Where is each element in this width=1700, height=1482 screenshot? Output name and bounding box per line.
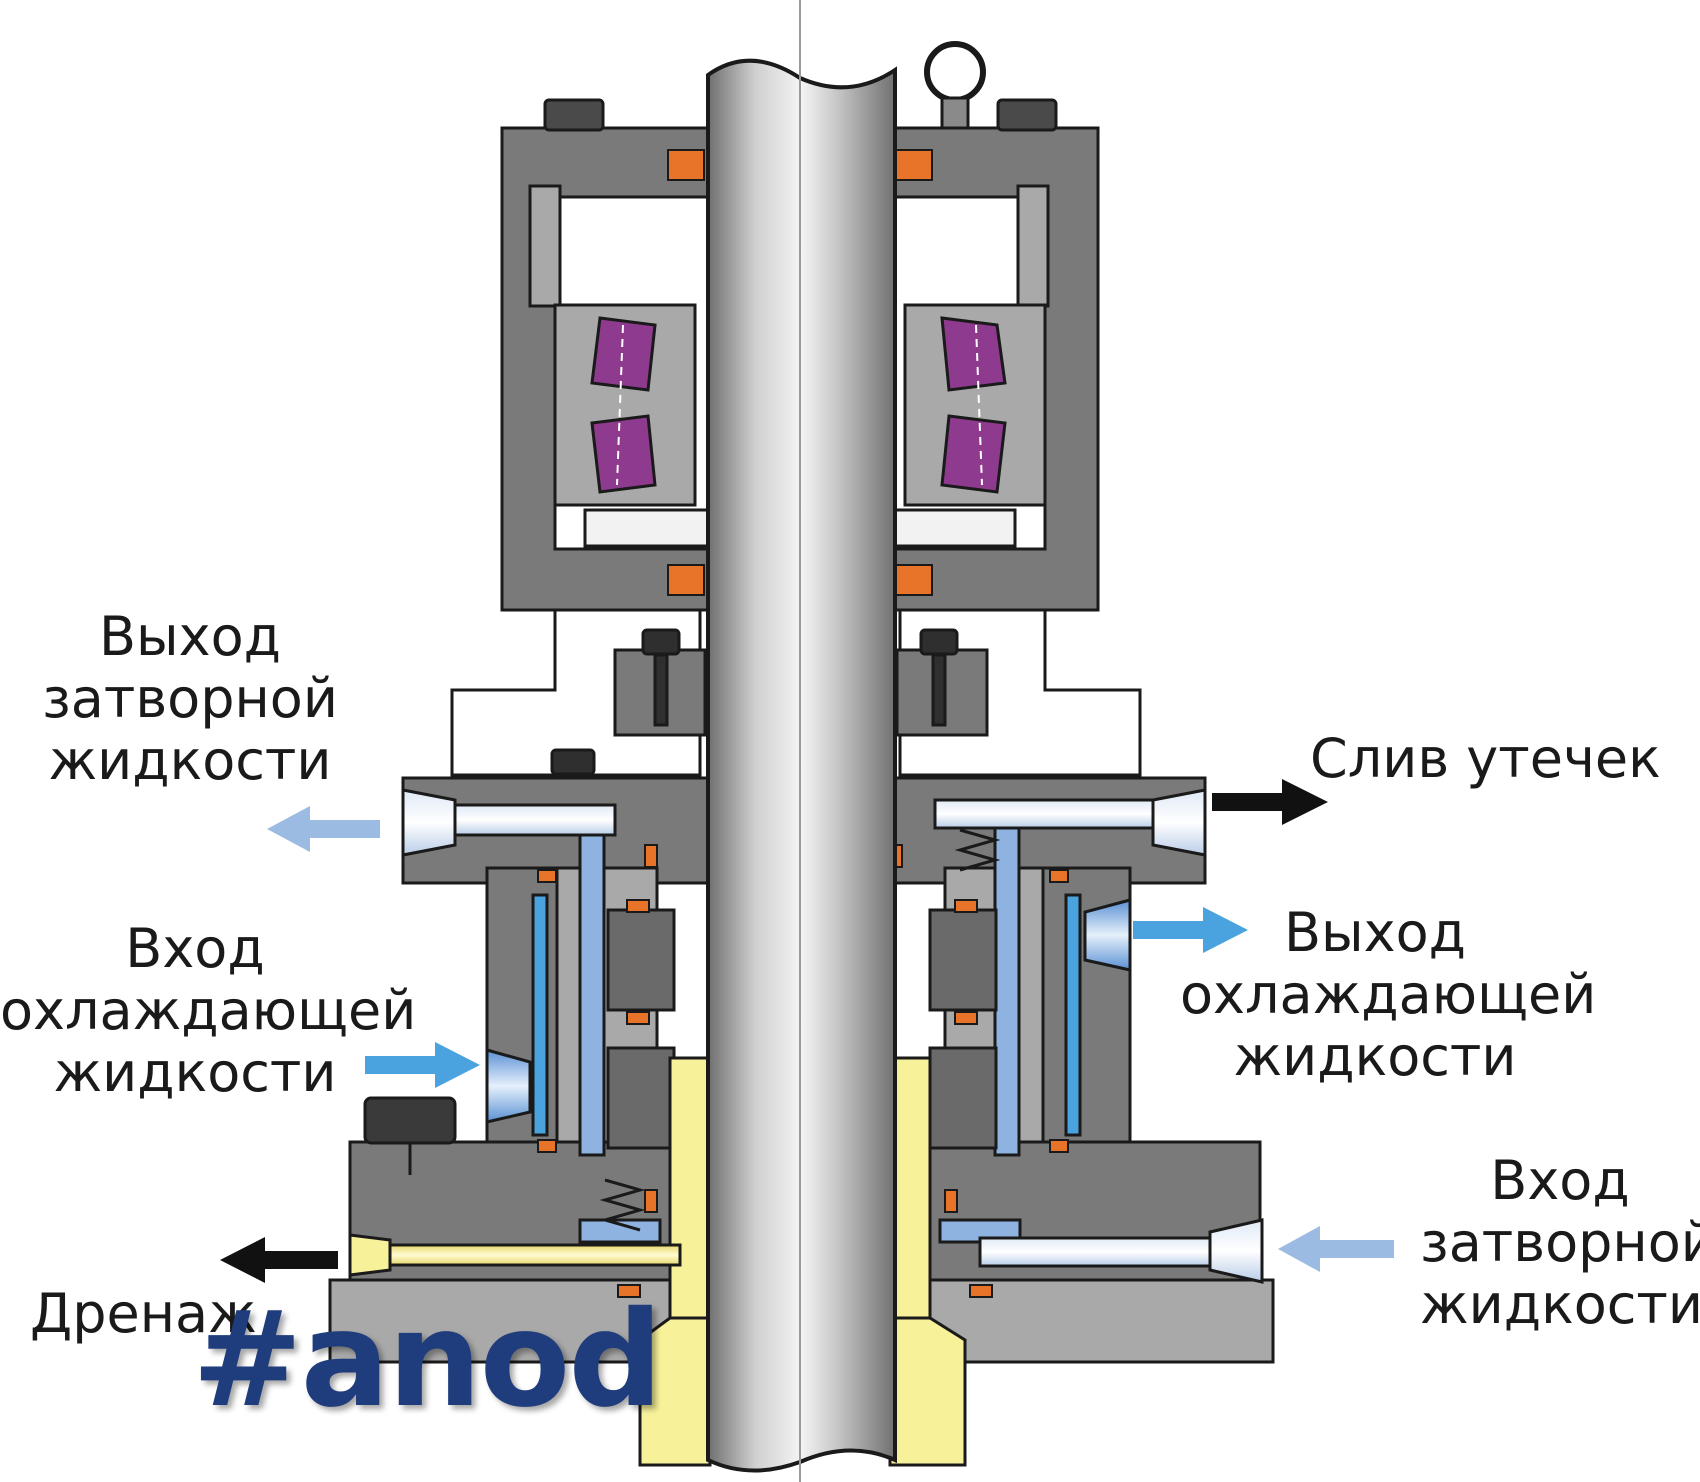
bolt-icon xyxy=(363,1096,457,1175)
seal-rings xyxy=(606,908,998,1150)
bolt-icon xyxy=(543,98,1058,132)
label-coolant-inlet: Вход охлаждающей жидкости xyxy=(0,917,417,1104)
label-seal-fluid-inlet: Вход затворной жидкости xyxy=(1420,1149,1700,1336)
ports xyxy=(348,788,1264,1284)
label-coolant-outlet: Выход охлаждающей жидкости xyxy=(1180,901,1597,1088)
arrow-right-icon xyxy=(1133,907,1248,953)
lip-seals xyxy=(667,149,933,596)
shaft-sleeve xyxy=(353,1056,967,1467)
arrow-left-icon xyxy=(267,806,380,852)
watermark: #anod xyxy=(192,1283,663,1437)
arrow-left-icon xyxy=(1278,1226,1394,1272)
label-drain: Дренаж xyxy=(30,1282,257,1345)
label-leak-drain: Слив утечек xyxy=(1310,727,1661,790)
taper-roller-bearing-left xyxy=(590,316,657,494)
taper-roller-bearing-right xyxy=(940,316,1007,494)
shaft xyxy=(706,0,897,1482)
arrow-right-icon xyxy=(1212,779,1328,825)
o-rings xyxy=(537,844,1069,1298)
label-seal-fluid-outlet: Выход затворной жидкости xyxy=(42,605,338,792)
arrow-right-icon xyxy=(365,1042,480,1088)
arrow-left-icon xyxy=(220,1237,338,1283)
spring-icon xyxy=(599,828,1001,1232)
bolt-icon xyxy=(550,628,959,776)
lifting-eye-icon xyxy=(924,41,986,130)
